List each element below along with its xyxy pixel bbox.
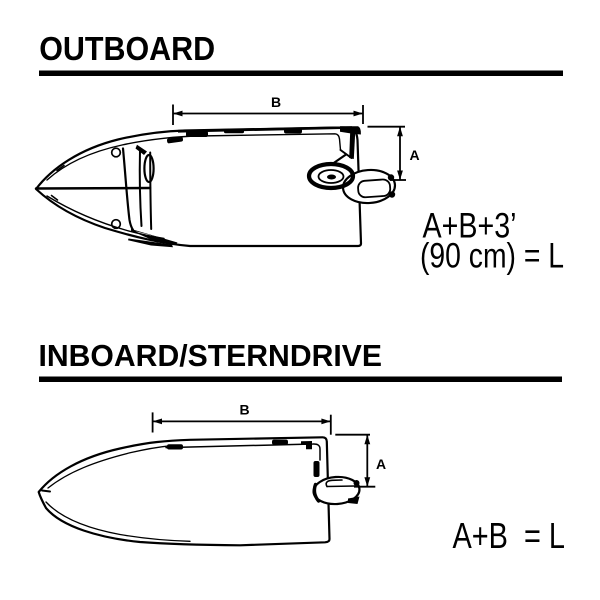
svg-text:A+B+3’: A+B+3’ (423, 207, 517, 246)
svg-text:B: B (271, 94, 281, 110)
svg-text:A+B = L: A+B = L (453, 515, 566, 556)
svg-text:INBOARD/STERNDRIVE: INBOARD/STERNDRIVE (39, 338, 383, 373)
svg-text:(90 cm) = L: (90 cm) = L (420, 236, 564, 275)
svg-text:A: A (376, 456, 386, 472)
svg-text:A: A (410, 147, 420, 163)
svg-text:OUTBOARD: OUTBOARD (39, 31, 215, 68)
svg-text:B: B (240, 402, 250, 418)
